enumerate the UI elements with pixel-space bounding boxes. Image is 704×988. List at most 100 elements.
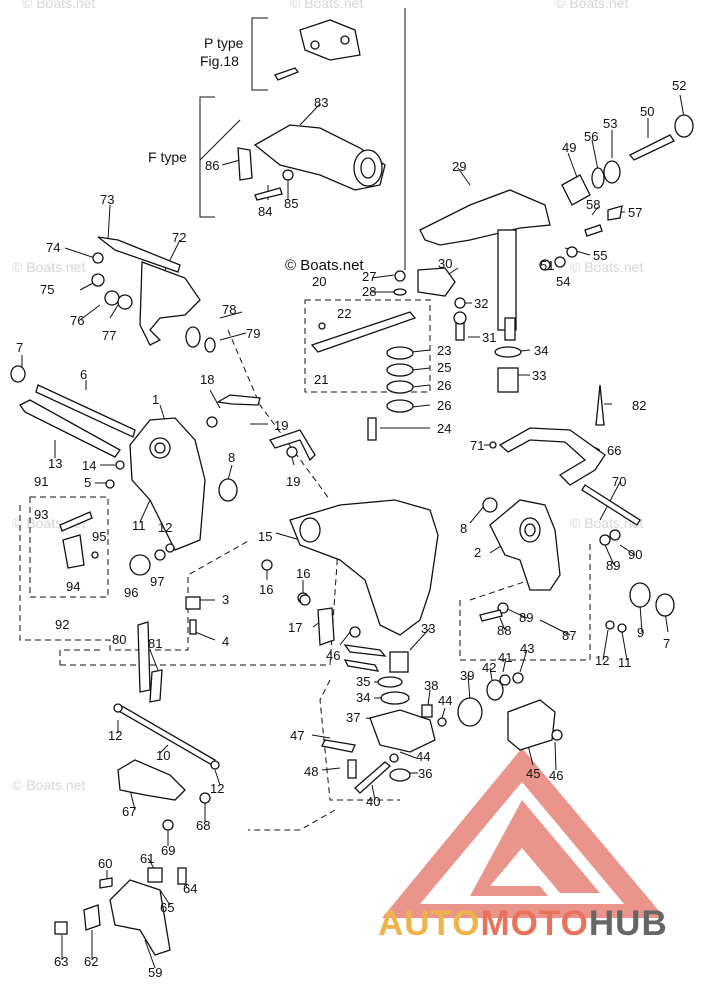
part-number-label: 8 bbox=[228, 450, 235, 465]
part-number-label: 84 bbox=[258, 204, 272, 219]
part-number-label: 62 bbox=[84, 954, 98, 969]
part-number-label: 49 bbox=[562, 140, 576, 155]
brand-logo-mark bbox=[382, 748, 665, 918]
watermark-text: © Boats.net bbox=[570, 259, 643, 275]
part-number-label: 28 bbox=[362, 284, 376, 299]
part-number-label: 75 bbox=[40, 282, 54, 297]
part-number-label: 80 bbox=[112, 632, 126, 647]
part-number-label: 74 bbox=[46, 240, 60, 255]
part-number-label: 59 bbox=[148, 965, 162, 980]
part-number-label: 12 bbox=[158, 520, 172, 535]
part-number-label: 12 bbox=[108, 728, 122, 743]
part-number-label: 33 bbox=[532, 368, 546, 383]
part-number-label: 92 bbox=[55, 617, 69, 632]
part-number-label: 77 bbox=[102, 328, 116, 343]
part-number-label: 54 bbox=[556, 274, 570, 289]
part-number-label: 32 bbox=[474, 296, 488, 311]
part-number-label: 52 bbox=[672, 78, 686, 93]
part-number-label: 97 bbox=[150, 574, 164, 589]
part-number-label: 25 bbox=[437, 360, 451, 375]
part-number-label: 38 bbox=[424, 678, 438, 693]
part-number-label: 24 bbox=[437, 421, 451, 436]
part-number-label: 61 bbox=[140, 851, 154, 866]
part-number-label: 2 bbox=[474, 545, 481, 560]
part-number-label: 4 bbox=[222, 634, 229, 649]
part-number-label: 79 bbox=[246, 326, 260, 341]
part-number-label: 42 bbox=[482, 660, 496, 675]
part-number-label: 37 bbox=[346, 710, 360, 725]
part-number-label: 35 bbox=[356, 674, 370, 689]
part-number-label: 73 bbox=[100, 192, 114, 207]
part-number-label: 20 bbox=[312, 274, 326, 289]
callout-layer: 1 2 3 4 5 6 7 7 8 8 9 10 11 11 12 12 12 … bbox=[16, 78, 686, 980]
part-number-label: 87 bbox=[562, 628, 576, 643]
part-number-label: 70 bbox=[612, 474, 626, 489]
part-number-label: 40 bbox=[366, 794, 380, 809]
part-number-label: 33 bbox=[421, 621, 435, 636]
part-number-label: 8 bbox=[460, 521, 467, 536]
part-number-label: 44 bbox=[416, 749, 430, 764]
part-number-label: 18 bbox=[200, 372, 214, 387]
part-number-label: 7 bbox=[663, 636, 670, 651]
part-number-label: 55 bbox=[593, 248, 607, 263]
part-number-label: 81 bbox=[148, 636, 162, 651]
part-number-label: 64 bbox=[183, 881, 197, 896]
part-number-label: 1 bbox=[152, 392, 159, 407]
watermark-layer: © Boats.net © Boats.net © Boats.net © Bo… bbox=[12, 0, 643, 793]
part-number-label: 5 bbox=[84, 475, 91, 490]
part-number-label: 23 bbox=[437, 343, 451, 358]
part-number-label: 76 bbox=[70, 313, 84, 328]
p-type-label: P type bbox=[204, 35, 244, 51]
part-number-label: 34 bbox=[356, 690, 370, 705]
watermark-text: © Boats.net bbox=[290, 0, 363, 11]
part-number-label: 26 bbox=[437, 378, 451, 393]
part-number-label: 53 bbox=[603, 116, 617, 131]
part-number-label: 89 bbox=[606, 558, 620, 573]
part-number-label: 11 bbox=[132, 518, 146, 533]
part-number-label: 82 bbox=[632, 398, 646, 413]
part-number-label: 30 bbox=[438, 256, 452, 271]
part-number-label: 34 bbox=[534, 343, 548, 358]
brand-part-moto: MOTO bbox=[481, 904, 589, 943]
part-number-label: 45 bbox=[526, 766, 540, 781]
f-type-label: F type bbox=[148, 149, 187, 165]
part-number-label: 48 bbox=[304, 764, 318, 779]
part-number-label: 15 bbox=[258, 529, 272, 544]
part-number-label: 39 bbox=[460, 668, 474, 683]
group-outlines bbox=[19, 8, 591, 831]
part-number-label: 10 bbox=[156, 748, 170, 763]
watermark-text: © Boats.net bbox=[12, 259, 85, 275]
part-number-label: 12 bbox=[210, 781, 224, 796]
part-number-label: 21 bbox=[314, 372, 328, 387]
part-number-label: 66 bbox=[607, 443, 621, 458]
part-number-label: 44 bbox=[438, 693, 452, 708]
part-number-label: 14 bbox=[82, 458, 96, 473]
part-number-label: 26 bbox=[437, 398, 451, 413]
part-number-label: 50 bbox=[640, 104, 654, 119]
part-number-label: 57 bbox=[628, 205, 642, 220]
part-number-label: 91 bbox=[34, 474, 48, 489]
brand-wordmark: AUTOMOTOHUB bbox=[378, 904, 668, 943]
part-number-label: 9 bbox=[637, 625, 644, 640]
part-number-label: 13 bbox=[48, 456, 62, 471]
part-number-label: 96 bbox=[124, 585, 138, 600]
part-number-label: 19 bbox=[274, 418, 288, 433]
parts-layer bbox=[10, 19, 694, 956]
part-number-label: 60 bbox=[98, 856, 112, 871]
part-number-label: 93 bbox=[34, 507, 48, 522]
part-number-label: 94 bbox=[66, 579, 80, 594]
brand-part-auto: AUTO bbox=[378, 904, 481, 943]
part-number-label: 12 bbox=[595, 653, 609, 668]
watermark-text: © Boats.net bbox=[22, 0, 95, 11]
part-number-label: 19 bbox=[286, 474, 300, 489]
part-number-label: 7 bbox=[16, 340, 23, 355]
part-number-label: 31 bbox=[482, 330, 496, 345]
part-number-label: 68 bbox=[196, 818, 210, 833]
part-number-label: 29 bbox=[452, 159, 466, 174]
watermark-text: © Boats.net bbox=[12, 777, 85, 793]
part-number-label: 3 bbox=[222, 592, 229, 607]
watermark-text: © Boats.net bbox=[555, 0, 628, 11]
part-number-label: 16 bbox=[259, 582, 273, 597]
part-number-label: 43 bbox=[520, 641, 534, 656]
